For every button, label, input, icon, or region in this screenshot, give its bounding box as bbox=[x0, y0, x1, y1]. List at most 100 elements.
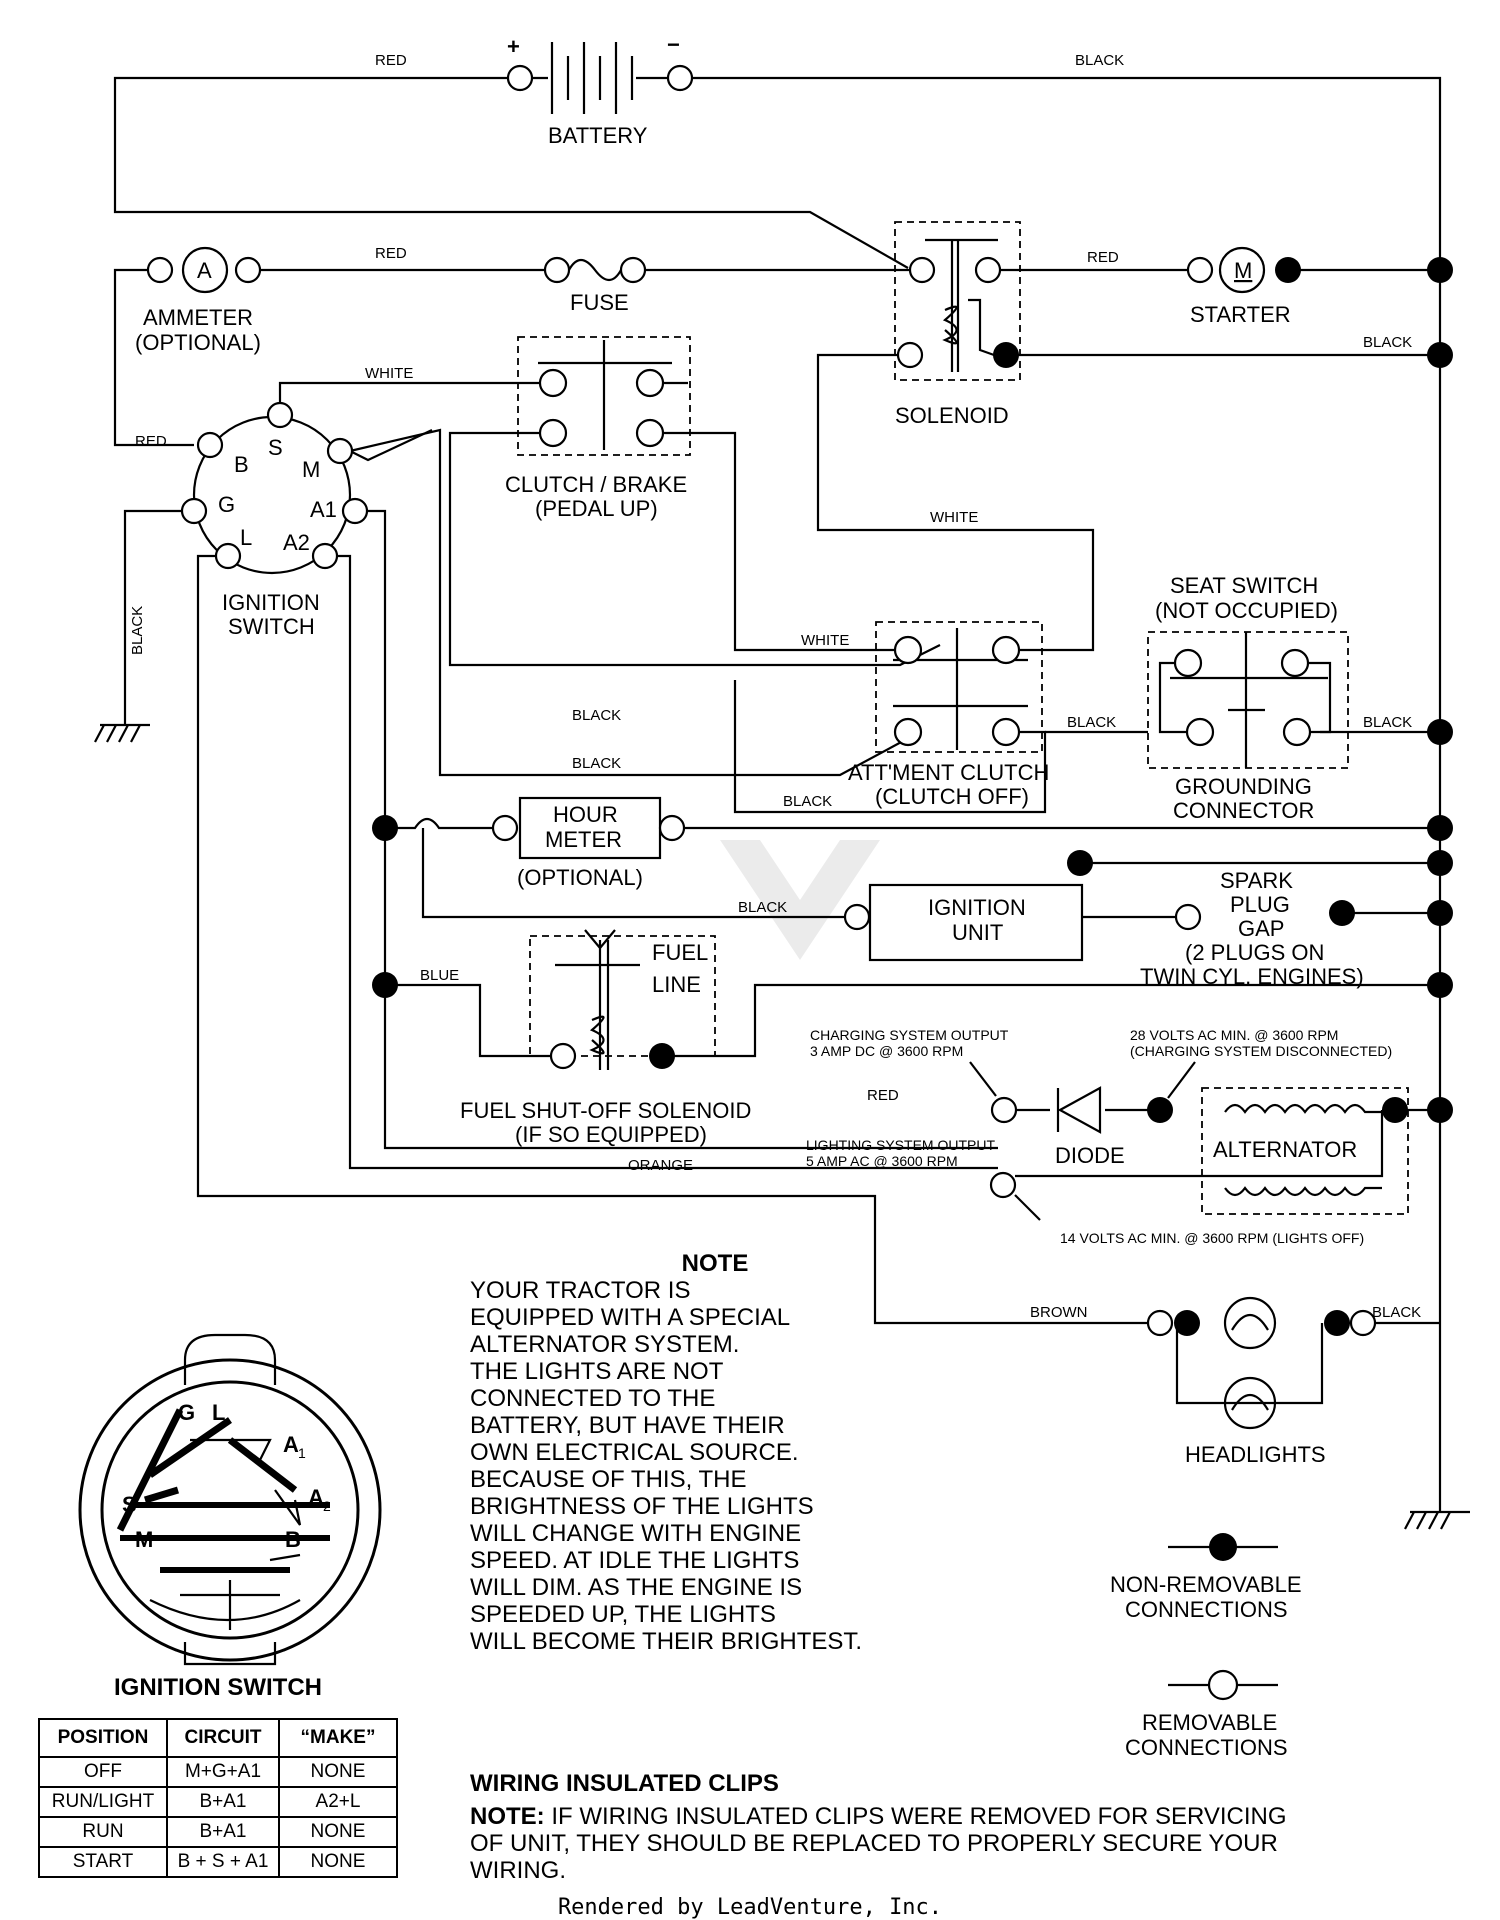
ignition-unit-label: IGNITION bbox=[928, 895, 1026, 920]
lighting-output-rating: 5 AMP AC @ 3600 RPM bbox=[806, 1153, 958, 1169]
legend-removable: REMOVABLE bbox=[1142, 1710, 1277, 1735]
wire-label-black: BLACK bbox=[572, 755, 621, 772]
terminal-g: G bbox=[218, 492, 235, 517]
wire-label-white: WHITE bbox=[365, 365, 413, 382]
wire-label-red: RED bbox=[375, 52, 407, 69]
charging-voltage: 28 VOLTS AC MIN. @ 3600 RPM bbox=[1130, 1027, 1338, 1043]
fuel-solenoid-label: FUEL SHUT-OFF SOLENOID bbox=[460, 1098, 751, 1123]
hour-meter-label: HOUR bbox=[553, 802, 618, 827]
wire-label-white: WHITE bbox=[801, 632, 849, 649]
ignition-switch-face: G L A 1 A 2 S M B bbox=[78, 1333, 382, 1666]
battery-minus: − bbox=[667, 32, 680, 57]
table-cell: RUN/LIGHT bbox=[38, 1786, 168, 1818]
note-title: NOTE bbox=[681, 1250, 749, 1277]
solenoid-label: SOLENOID bbox=[895, 403, 1009, 428]
hour-meter-optional: (OPTIONAL) bbox=[517, 865, 643, 890]
table-cell: A2+L bbox=[278, 1786, 398, 1818]
wire-label-black: BLACK bbox=[738, 899, 787, 916]
headlights-label: HEADLIGHTS bbox=[1185, 1442, 1326, 1467]
face-terminal-a2: A bbox=[308, 1485, 324, 1510]
hour-meter-label2: METER bbox=[545, 827, 622, 852]
table-cell: NONE bbox=[278, 1756, 398, 1788]
wire-label-blue: BLUE bbox=[420, 967, 459, 984]
clips-note-text: IF WIRING INSULATED CLIPS WERE REMOVED F… bbox=[470, 1803, 1287, 1884]
wire-label-black: BLACK bbox=[572, 707, 621, 724]
watermark bbox=[720, 840, 880, 960]
spark-plug-label2: PLUG bbox=[1230, 892, 1290, 917]
spark-plug-note2: TWIN CYL. ENGINES) bbox=[1140, 964, 1364, 989]
lighting-output: LIGHTING SYSTEM OUTPUT bbox=[806, 1137, 995, 1153]
note-body: YOUR TRACTOR IS EQUIPPED WITH A SPECIAL … bbox=[470, 1277, 863, 1655]
table-cell: B + S + A1 bbox=[166, 1846, 280, 1878]
table-row: OFF M+G+A1 NONE bbox=[38, 1756, 398, 1788]
table-row: RUN B+A1 NONE bbox=[38, 1816, 398, 1848]
fuse-label: FUSE bbox=[570, 290, 629, 315]
face-terminal-a2-sub: 2 bbox=[323, 1498, 331, 1514]
legend: NON-REMOVABLE CONNECTIONS REMOVABLE CONN… bbox=[1110, 1533, 1302, 1760]
fuse: FUSE bbox=[543, 256, 647, 315]
starter: M STARTER bbox=[1186, 246, 1301, 327]
wire-label-red: RED bbox=[1087, 249, 1119, 266]
face-terminal-s: S bbox=[122, 1492, 137, 1517]
table-cell: B+A1 bbox=[166, 1816, 280, 1848]
seat-switch: SEAT SWITCH (NOT OCCUPIED) GROUNDING CON… bbox=[1147, 573, 1349, 823]
face-terminal-g: G bbox=[178, 1400, 195, 1425]
terminal-s: S bbox=[268, 435, 283, 460]
wiring-clips-note: WIRING INSULATED CLIPS NOTE: IF WIRING I… bbox=[470, 1770, 1290, 1884]
footer-credit: Rendered by LeadVenture, Inc. bbox=[557, 1895, 943, 1920]
charging-output-rating: 3 AMP DC @ 3600 RPM bbox=[810, 1043, 963, 1059]
clips-title: WIRING INSULATED CLIPS bbox=[470, 1770, 779, 1797]
wire-labels: RED BLACK RED RED BLACK RED WHITE WHITE … bbox=[129, 52, 1421, 1321]
alternator-label: ALTERNATOR bbox=[1213, 1137, 1357, 1162]
header-circuit: CIRCUIT bbox=[166, 1718, 280, 1758]
ammeter-label: AMMETER bbox=[143, 305, 253, 330]
starter-label: STARTER bbox=[1190, 302, 1291, 327]
wire-label-black: BLACK bbox=[1363, 334, 1412, 351]
junction-dots bbox=[372, 257, 1453, 1123]
seat-switch-label: SEAT SWITCH bbox=[1170, 573, 1318, 598]
clutch-brake-label: CLUTCH / BRAKE bbox=[505, 472, 687, 497]
wire-label-brown: BROWN bbox=[1030, 1304, 1088, 1321]
clutch-brake-sub: (PEDAL UP) bbox=[535, 496, 658, 521]
starter-symbol: M bbox=[1234, 258, 1252, 283]
ignition-switch-label2: SWITCH bbox=[228, 614, 315, 639]
wire-label-black: BLACK bbox=[129, 606, 146, 655]
charging-output: CHARGING SYSTEM OUTPUT bbox=[810, 1027, 1009, 1043]
clutch-brake-switch: CLUTCH / BRAKE (PEDAL UP) bbox=[505, 336, 691, 521]
battery: + − BATTERY bbox=[506, 32, 694, 148]
grounding-connector-label: GROUNDING bbox=[1175, 774, 1312, 799]
clips-body: NOTE: IF WIRING INSULATED CLIPS WERE REM… bbox=[470, 1803, 1290, 1884]
wire-label-red: RED bbox=[135, 433, 167, 450]
face-terminal-m: M bbox=[135, 1527, 153, 1552]
face-terminal-a1: A bbox=[283, 1432, 299, 1457]
table-cell: RUN bbox=[38, 1816, 168, 1848]
wire-label-black: BLACK bbox=[1363, 714, 1412, 731]
ammeter: A AMMETER (OPTIONAL) bbox=[135, 246, 262, 355]
table-cell: NONE bbox=[278, 1816, 398, 1848]
table-row: RUN/LIGHT B+A1 A2+L bbox=[38, 1786, 398, 1818]
terminal-b: B bbox=[234, 452, 249, 477]
wire-label-black: BLACK bbox=[1372, 1304, 1421, 1321]
fuel-solenoid-sub: (IF SO EQUIPPED) bbox=[515, 1122, 707, 1147]
tractor-note: NOTE YOUR TRACTOR IS EQUIPPED WITH A SPE… bbox=[470, 1250, 940, 1655]
legend-non-removable-sub: CONNECTIONS bbox=[1125, 1597, 1288, 1622]
attachment-clutch-switch: ATT'MENT CLUTCH (CLUTCH OFF) bbox=[848, 621, 1049, 809]
table-header-row: POSITION CIRCUIT “MAKE” bbox=[38, 1718, 398, 1758]
header-make: “MAKE” bbox=[278, 1718, 398, 1758]
ignition-switch-table: POSITION CIRCUIT “MAKE” OFF M+G+A1 NONE … bbox=[38, 1718, 398, 1878]
ignition-switch-schematic: S B M G A1 L A2 IGNITION SWITCH bbox=[180, 401, 369, 639]
fuel-line-label: FUEL bbox=[652, 940, 708, 965]
ammeter-optional: (OPTIONAL) bbox=[135, 330, 261, 355]
ammeter-symbol: A bbox=[197, 258, 212, 283]
ignition-unit: IGNITION UNIT SPARK PLUG GAP (2 PLUGS ON… bbox=[843, 850, 1364, 989]
grounding-connector-sub: CONNECTOR bbox=[1173, 798, 1314, 823]
table-cell: B+A1 bbox=[166, 1786, 280, 1818]
wires bbox=[94, 76, 1470, 1530]
terminal-a2: A2 bbox=[283, 530, 310, 555]
face-terminal-a1-sub: 1 bbox=[298, 1445, 306, 1461]
header-position: POSITION bbox=[38, 1718, 168, 1758]
table-row: START B + S + A1 NONE bbox=[38, 1846, 398, 1878]
headlights: HEADLIGHTS bbox=[1146, 1296, 1377, 1467]
spark-plug-label: SPARK bbox=[1220, 868, 1293, 893]
battery-plus: + bbox=[507, 34, 520, 59]
